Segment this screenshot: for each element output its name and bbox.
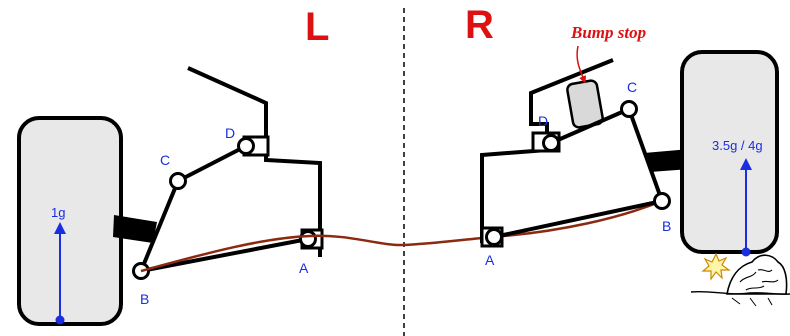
left-upright-arm xyxy=(139,180,180,272)
right-chassis xyxy=(480,58,614,243)
left-joint-a xyxy=(299,230,317,248)
rock-icon xyxy=(690,254,790,307)
left-upright xyxy=(113,215,157,243)
right-force-label: 3.5g / 4g xyxy=(712,138,763,153)
right-upper-link xyxy=(550,107,630,145)
left-label-b: B xyxy=(140,291,149,307)
right-lower-link xyxy=(493,199,663,239)
left-suspension: C D B A 1g xyxy=(17,66,324,326)
left-lower-link xyxy=(140,237,309,273)
left-label-c: C xyxy=(160,152,170,168)
left-force-label: 1g xyxy=(51,205,65,220)
right-tyre-icon xyxy=(680,50,779,254)
right-joint-d xyxy=(542,134,560,152)
right-label-c: C xyxy=(627,79,637,95)
left-tyre-icon xyxy=(17,116,123,326)
right-label-d: D xyxy=(538,113,548,129)
left-label-a: A xyxy=(299,260,309,276)
left-side-label: L xyxy=(305,5,329,49)
left-contact-point xyxy=(55,315,65,325)
right-label-b: B xyxy=(662,218,671,234)
anti-roll-bar xyxy=(140,199,663,273)
bump-stop-pointer xyxy=(576,45,587,84)
left-joint-d xyxy=(237,137,255,155)
right-contact-point xyxy=(741,247,751,257)
left-chassis xyxy=(187,66,322,257)
left-upper-link xyxy=(177,144,247,183)
left-label-d: D xyxy=(225,125,235,141)
right-suspension: C D B A 3.5g / 4g Bump stop xyxy=(480,23,790,307)
right-joint-c xyxy=(620,100,638,118)
right-joint-b xyxy=(653,192,671,210)
left-joint-c xyxy=(169,172,187,190)
right-label-a: A xyxy=(485,252,495,268)
bump-stop-label: Bump stop xyxy=(570,23,646,42)
right-joint-a xyxy=(485,228,503,246)
right-side-label: R xyxy=(465,3,494,47)
right-upright xyxy=(644,149,690,172)
impact-star-icon xyxy=(701,252,731,281)
